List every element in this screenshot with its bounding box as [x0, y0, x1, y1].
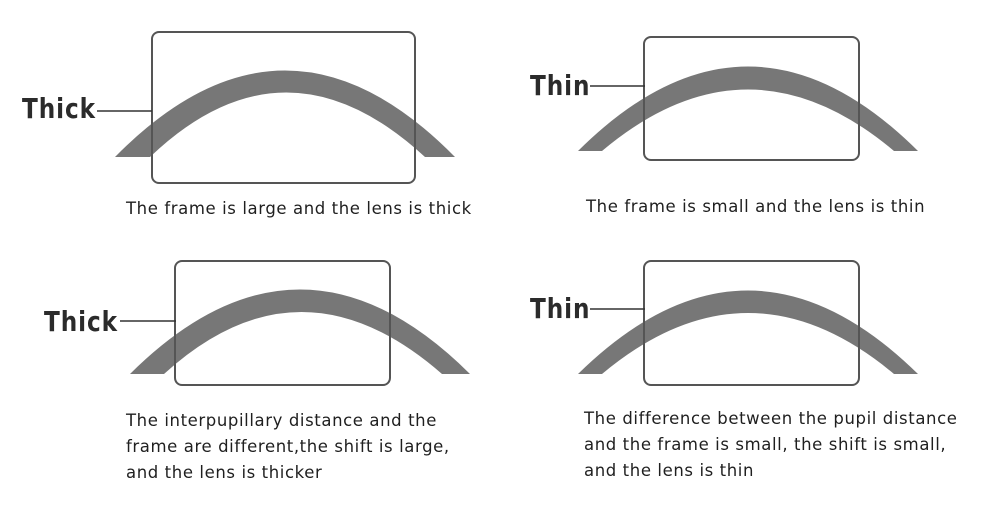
caption-line: and the lens is thicker: [126, 463, 323, 482]
thickness-label: Thin: [530, 69, 591, 102]
lens-shape: [115, 70, 455, 157]
lens-shape: [578, 290, 918, 374]
caption-line: The frame is large and the lens is thick: [126, 199, 472, 218]
frame-outline: [151, 31, 416, 184]
thickness-label: Thick: [22, 92, 97, 125]
frame-outline: [643, 260, 860, 386]
lens-shape: [130, 289, 470, 374]
thickness-label: Thick: [44, 305, 119, 338]
lens-diagram: [97, 31, 455, 184]
lens-shape: [578, 66, 918, 151]
caption: The difference between the pupil distanc…: [584, 406, 958, 484]
caption: The interpupillary distance and the fram…: [126, 408, 450, 486]
caption-line: The difference between the pupil distanc…: [584, 409, 958, 428]
caption-line: The interpupillary distance and the: [126, 411, 437, 430]
caption-line: The frame is small and the lens is thin: [586, 197, 926, 216]
frame-outline: [643, 36, 860, 161]
caption-line: frame are different,the shift is large,: [126, 437, 450, 456]
thickness-label: Thin: [530, 292, 591, 325]
caption: The frame is large and the lens is thick: [126, 196, 472, 222]
caption-line: and the frame is small, the shift is sma…: [584, 435, 947, 454]
caption-line: and the lens is thin: [584, 461, 755, 480]
lens-diagram: [578, 36, 918, 161]
lens-diagram: [120, 260, 470, 386]
caption: The frame is small and the lens is thin: [586, 194, 925, 220]
frame-outline: [174, 260, 391, 386]
